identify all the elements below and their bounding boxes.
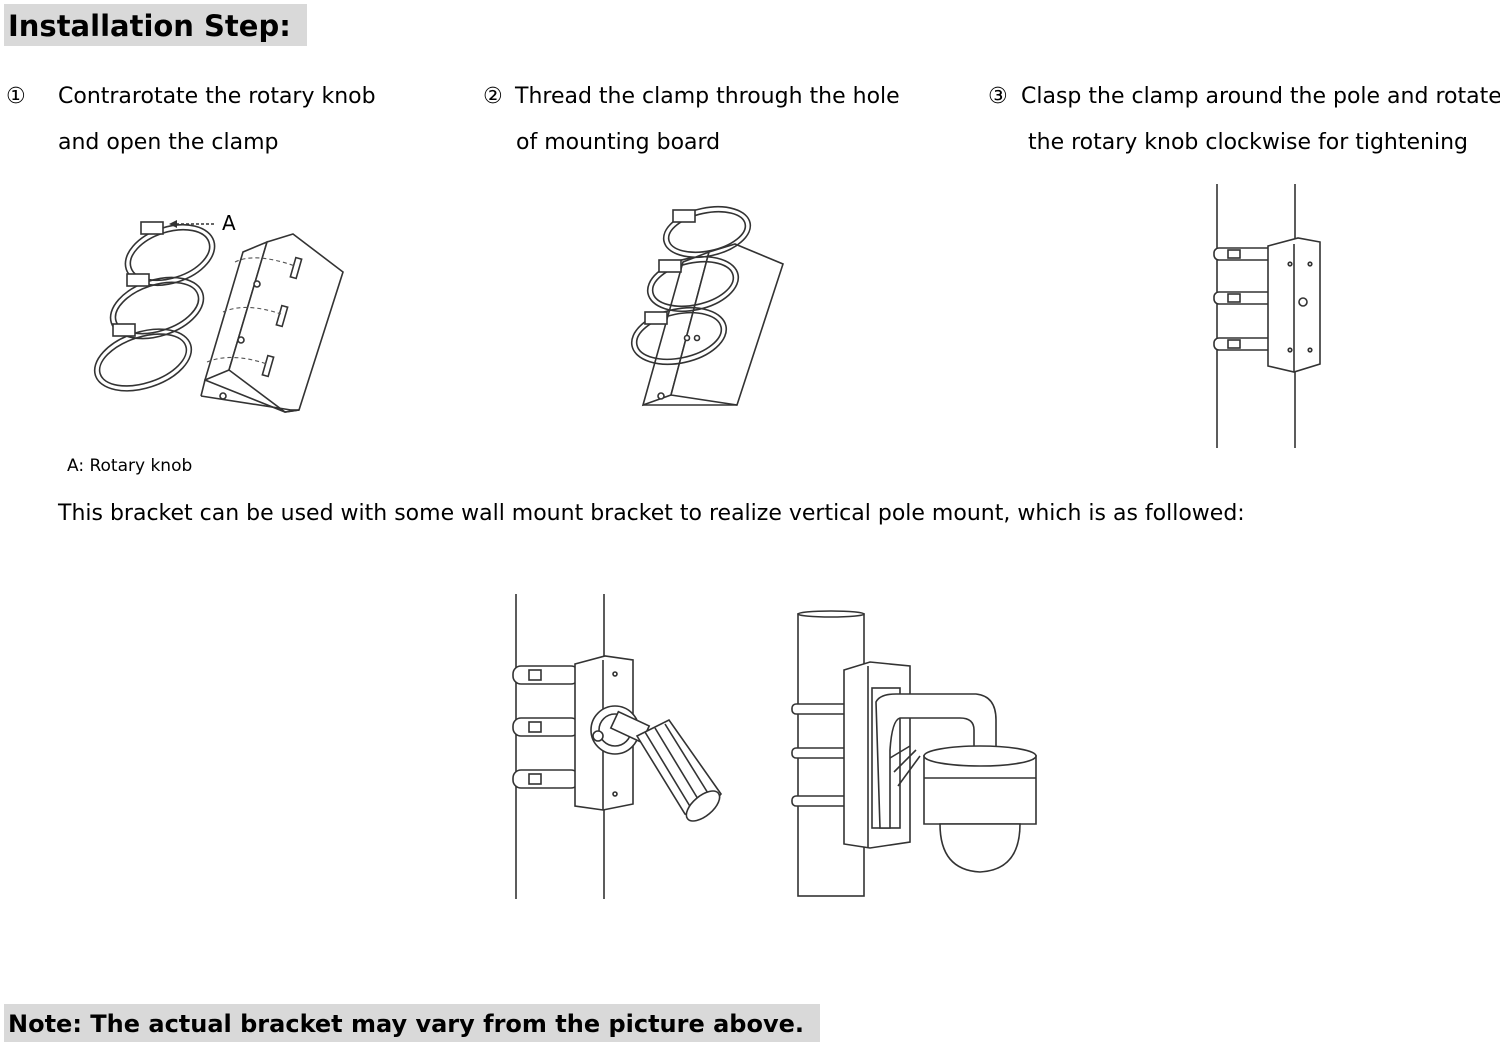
step-3-line-2: the rotary knob clockwise for tightening [1028,130,1468,155]
figure-bullet-camera-pole [512,594,723,899]
figure-dome-camera-pole [791,610,1037,897]
step-1-number: ① [6,84,26,109]
callout-letter-a: A [222,211,236,235]
wall-bracket-arm [875,693,997,829]
figure-thread-clamp [630,206,784,407]
rotary-knob [140,221,164,235]
step-2-number: ② [483,84,503,109]
figure-clasp-pole [1213,184,1321,448]
step-1-line-1: Contrarotate the rotary knob [58,84,376,109]
step-3-line-1: Clasp the clamp around the pole and rota… [1021,84,1500,109]
note-banner: Note: The actual bracket may vary from t… [4,1004,821,1042]
figure-open-clamp [93,220,344,413]
step-3-number: ③ [988,84,1008,109]
step-2-line-2: of mounting board [516,130,721,155]
dome-camera-lens [939,823,1021,873]
step-2-line-1: Thread the clamp through the hole [515,84,900,109]
clamp-ring-top [662,206,752,258]
mounting-board-right [669,243,784,406]
clamp-ring-middle [646,256,740,312]
step-1-line-2: and open the clamp [58,130,279,155]
page-title: Installation Step: [4,4,307,46]
description-text: This bracket can be used with some wall … [58,501,1245,526]
clamp-ring-bottom [630,306,728,366]
legend-rotary-knob: A: Rotary knob [67,456,193,476]
